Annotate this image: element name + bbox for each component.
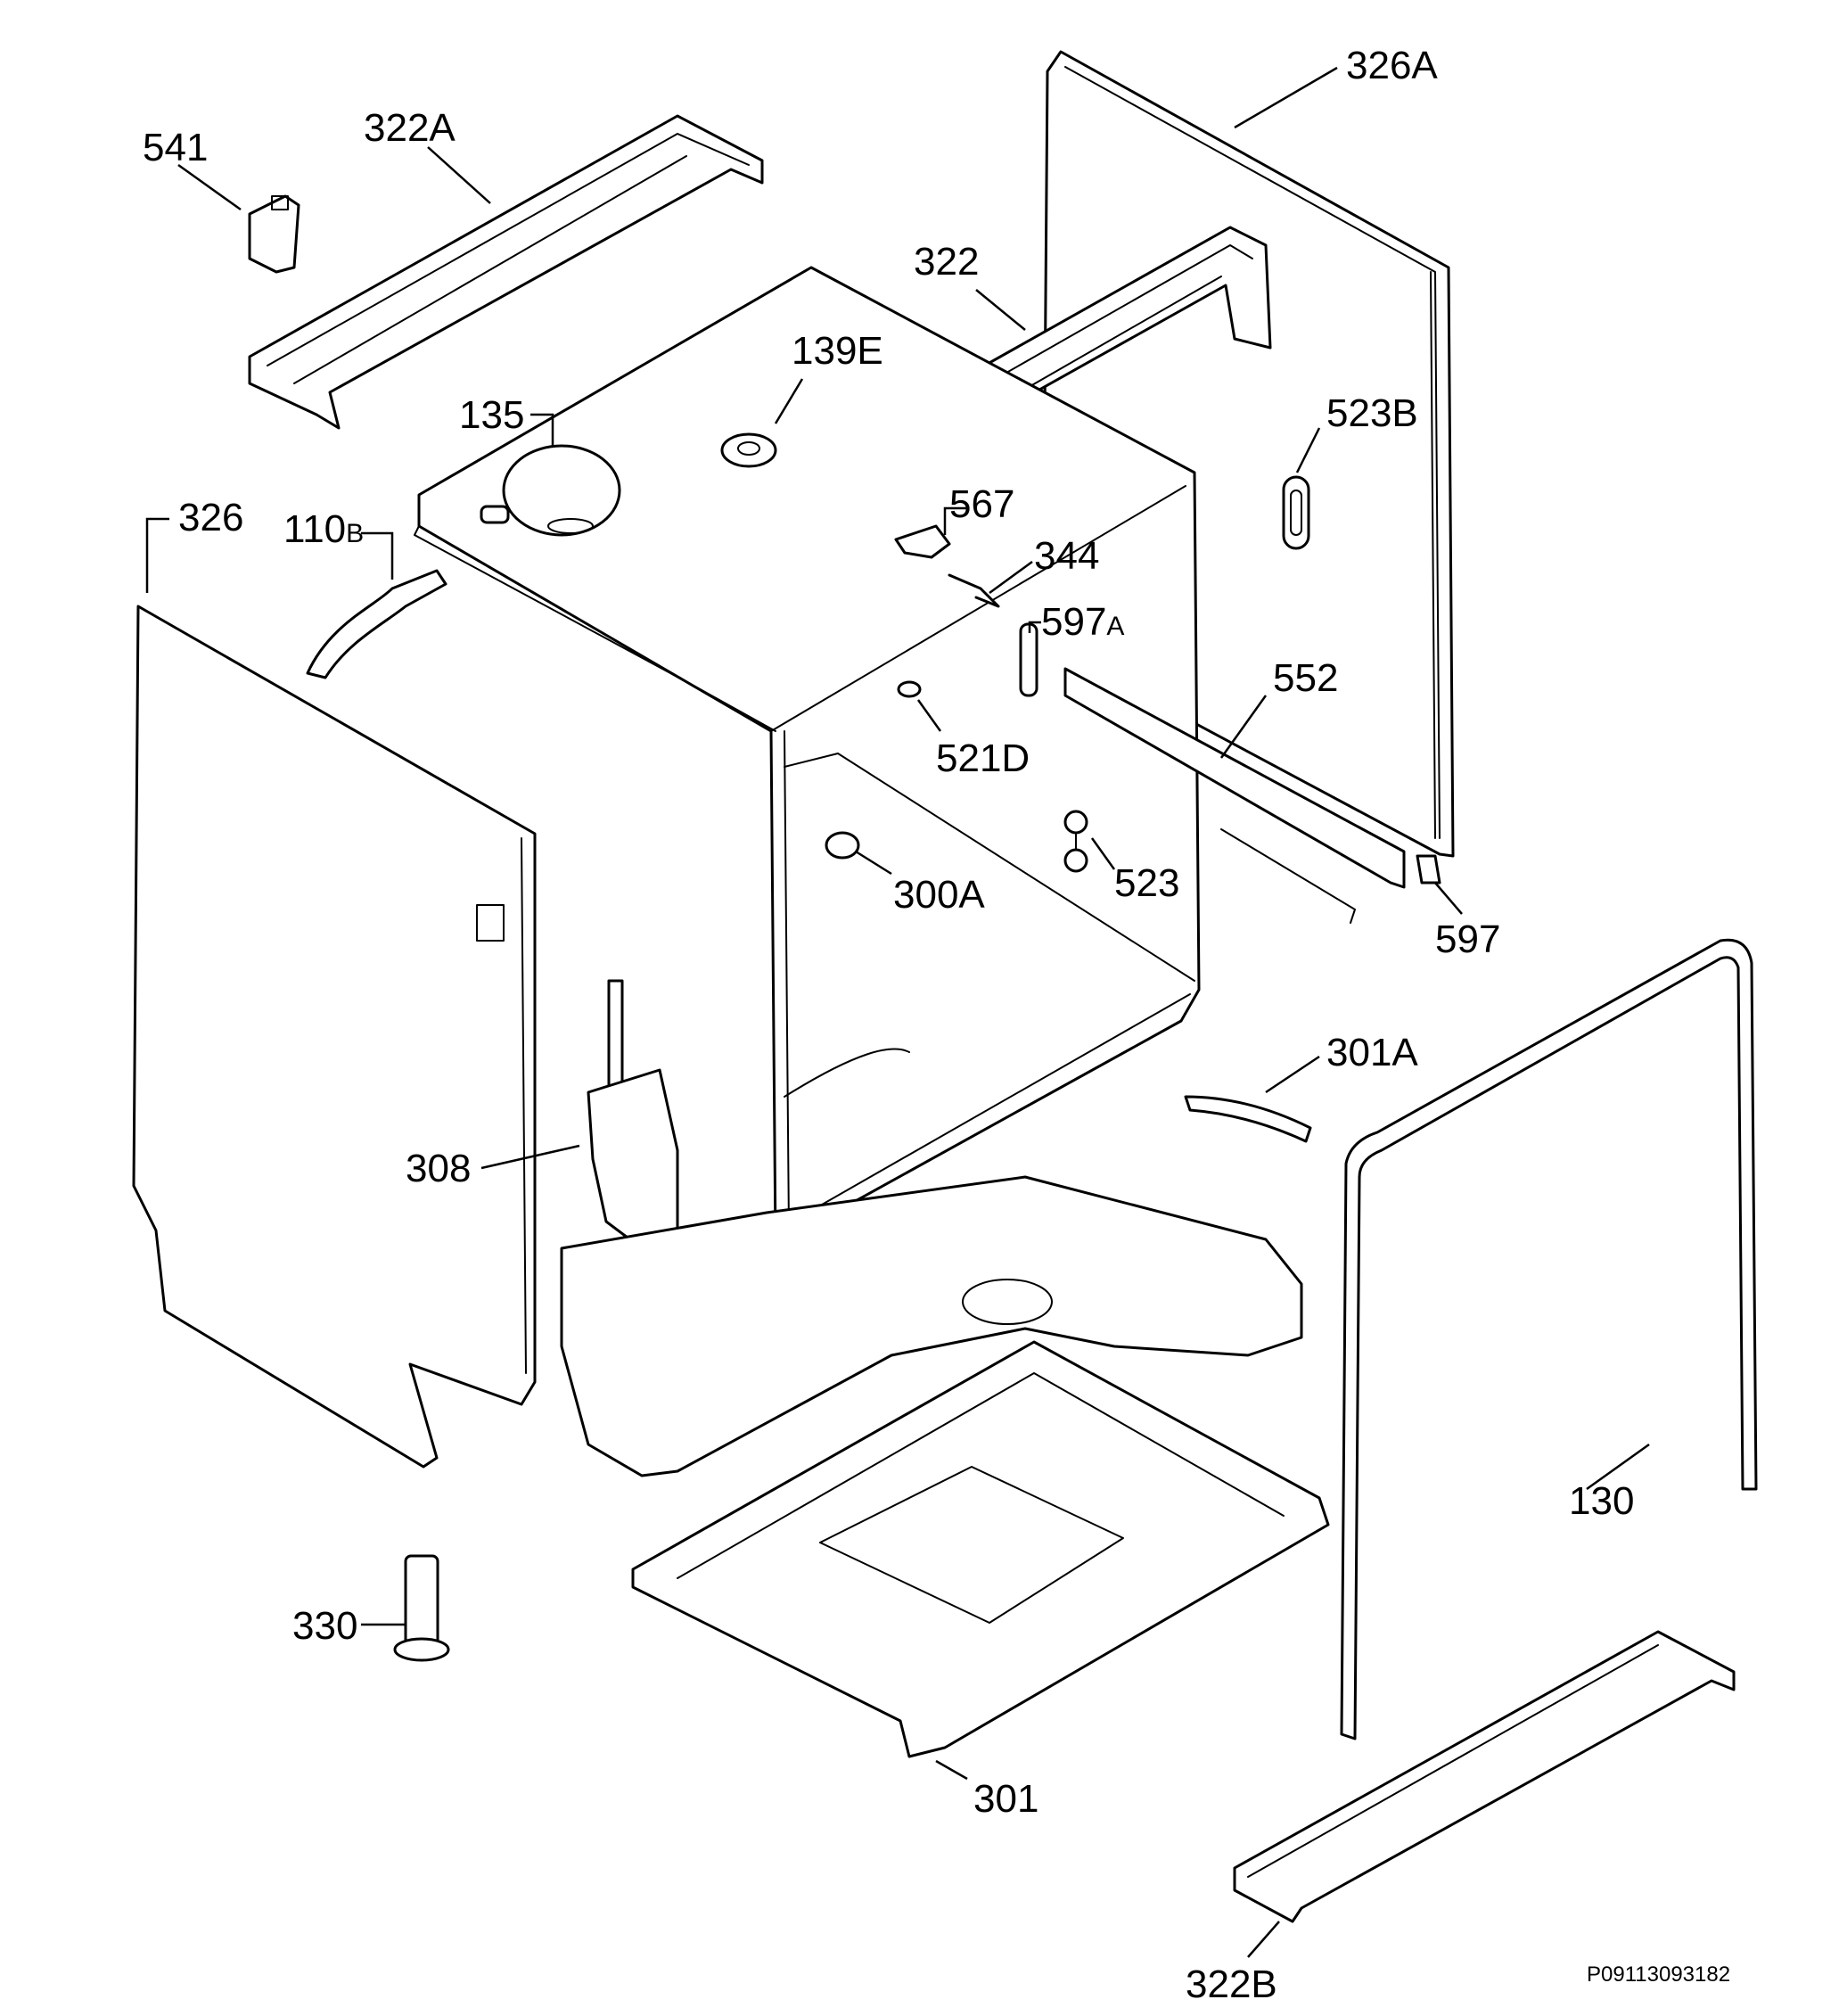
leader-523 [1090, 837, 1116, 870]
callout-301A: 301A [1326, 1031, 1418, 1074]
callout-139E: 139E [792, 329, 883, 373]
callout-523B: 523B [1326, 391, 1418, 435]
leader-567 [943, 506, 967, 535]
leader-130 [1586, 1443, 1650, 1491]
callout-597: 597 [1435, 917, 1500, 961]
part-130-seal [1340, 938, 1758, 1740]
callout-597A-suffix: A [1106, 612, 1124, 641]
part-139E-cap [720, 432, 777, 468]
leader-300A [855, 850, 892, 876]
callout-110B-number: 110 [283, 507, 346, 551]
leader-135 [530, 413, 554, 446]
callout-344: 344 [1034, 534, 1099, 578]
part-110B-hose [306, 569, 447, 679]
callout-301: 301 [973, 1777, 1038, 1821]
leader-541 [177, 163, 242, 211]
part-597A-clip [1019, 622, 1038, 697]
callout-521D: 521D [936, 736, 1030, 780]
leader-110B [361, 531, 394, 580]
part-521D-ring [897, 680, 922, 698]
leader-322B [1247, 1921, 1280, 1958]
part-330-foot [393, 1554, 450, 1662]
part-base [560, 1175, 1303, 1477]
callout-552: 552 [1273, 656, 1338, 700]
callout-326A: 326A [1346, 44, 1438, 87]
part-344-clip [948, 573, 1000, 608]
part-523-roller [1063, 810, 1088, 873]
leader-301A [1265, 1055, 1320, 1094]
leader-552 [1219, 695, 1268, 759]
callout-322B: 322B [1186, 1963, 1277, 2006]
part-135-container [480, 444, 621, 537]
leader-326 [145, 517, 169, 593]
callout-567: 567 [949, 482, 1014, 526]
leader-lines [145, 66, 1650, 1958]
leader-322 [975, 289, 1026, 331]
callout-110B-suffix: B [346, 519, 364, 548]
callout-300A: 300A [893, 873, 985, 917]
leader-301 [935, 1759, 968, 1781]
callout-130: 130 [1569, 1479, 1634, 1523]
leader-597 [1434, 882, 1463, 915]
leader-139E [774, 378, 804, 424]
part-541-clip [248, 194, 300, 274]
leader-597A [1028, 621, 1041, 633]
leader-523B [1295, 427, 1321, 473]
part-301-base-frame [631, 1340, 1330, 1758]
leader-521D [916, 699, 942, 732]
callout-322: 322 [914, 240, 979, 284]
callout-330: 330 [292, 1604, 357, 1648]
leader-344 [989, 560, 1033, 595]
callout-135: 135 [459, 393, 524, 437]
callout-326: 326 [178, 496, 243, 539]
leader-322A [427, 146, 491, 204]
leader-326A [1234, 66, 1338, 129]
callout-322A: 322A [364, 106, 456, 150]
callout-110B: 110B [283, 507, 364, 551]
callout-597A-number: 597 [1041, 600, 1106, 644]
callout-labels: 541 322A 326A 322 139E 135 523B 326 110B… [143, 44, 1634, 2006]
part-326-side-panel [132, 605, 537, 1469]
callout-308: 308 [406, 1147, 471, 1190]
callout-597A: 597A [1041, 600, 1124, 644]
part-322A-top-rail [248, 114, 764, 430]
part-300A-nut [825, 831, 860, 860]
part-567-bracket [894, 524, 951, 559]
part-523B-hinge [1282, 475, 1310, 550]
reference-code: P09113093182 [1587, 1963, 1730, 1987]
callout-523: 523 [1114, 861, 1179, 905]
callout-541: 541 [143, 126, 208, 169]
part-552-rail [1063, 667, 1406, 924]
leader-308 [480, 1144, 580, 1170]
part-301A-handle [1184, 1095, 1312, 1143]
part-322B-bottom-rail [1233, 1630, 1736, 1923]
part-308-hinge [587, 979, 679, 1250]
part-597-clip [1416, 854, 1441, 885]
